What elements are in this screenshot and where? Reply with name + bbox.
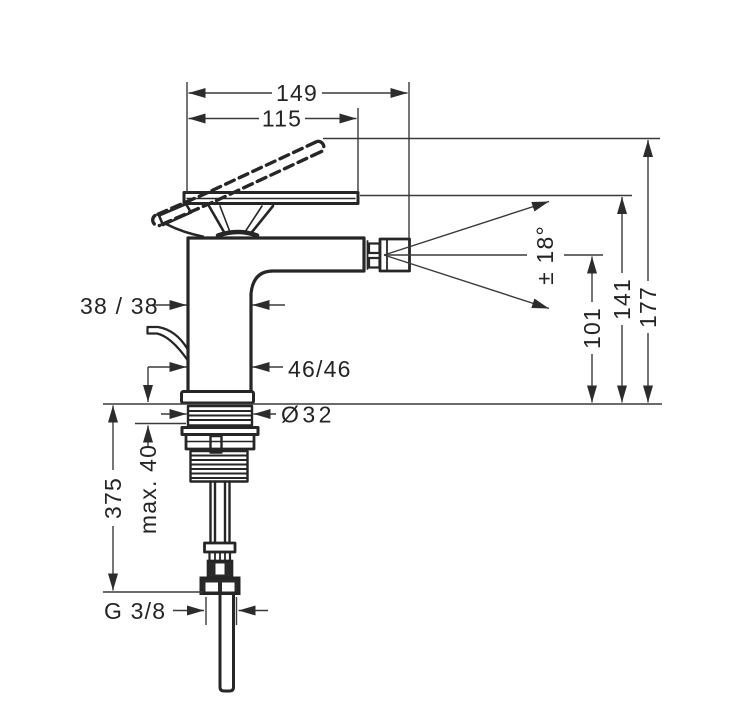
spray-angle-upper-arrow [383,200,550,256]
dim-body-upper-label: 38 / 38 [80,293,159,319]
dimension-annotations: 149 115 38 / 38 46/46 Ø32 ± 18° 101 141 [80,80,661,625]
supply-hose [199,480,241,693]
pop-up-rod [146,325,189,362]
lever-raised-dashed [151,139,326,228]
dim-body-base-label: 46/46 [288,356,352,382]
faucet-outline [103,139,662,693]
dim-width-lever-label: 115 [262,106,302,132]
base-plate [180,390,255,405]
dim-height-aerator-label: 101 [579,307,605,349]
spray-angle-lower-arrow [383,254,550,310]
dim-hose-length-label: 375 [100,477,126,519]
dim-spray-angle-label: ± 18° [532,225,558,285]
dim-height-spout-label: 141 [609,278,635,320]
dim-shank-diameter-label: Ø32 [281,402,335,428]
dim-thread-size-label: G 3/8 [104,598,166,624]
dim-width-total-label: 149 [276,80,318,106]
body-spout [186,236,366,393]
lever-plate [182,191,360,205]
dim-deck-thickness-label: max. 40 [135,444,161,534]
cartridge-cone [207,204,275,238]
mounting-shank [180,404,260,483]
dim-height-total-label: 177 [635,286,661,328]
